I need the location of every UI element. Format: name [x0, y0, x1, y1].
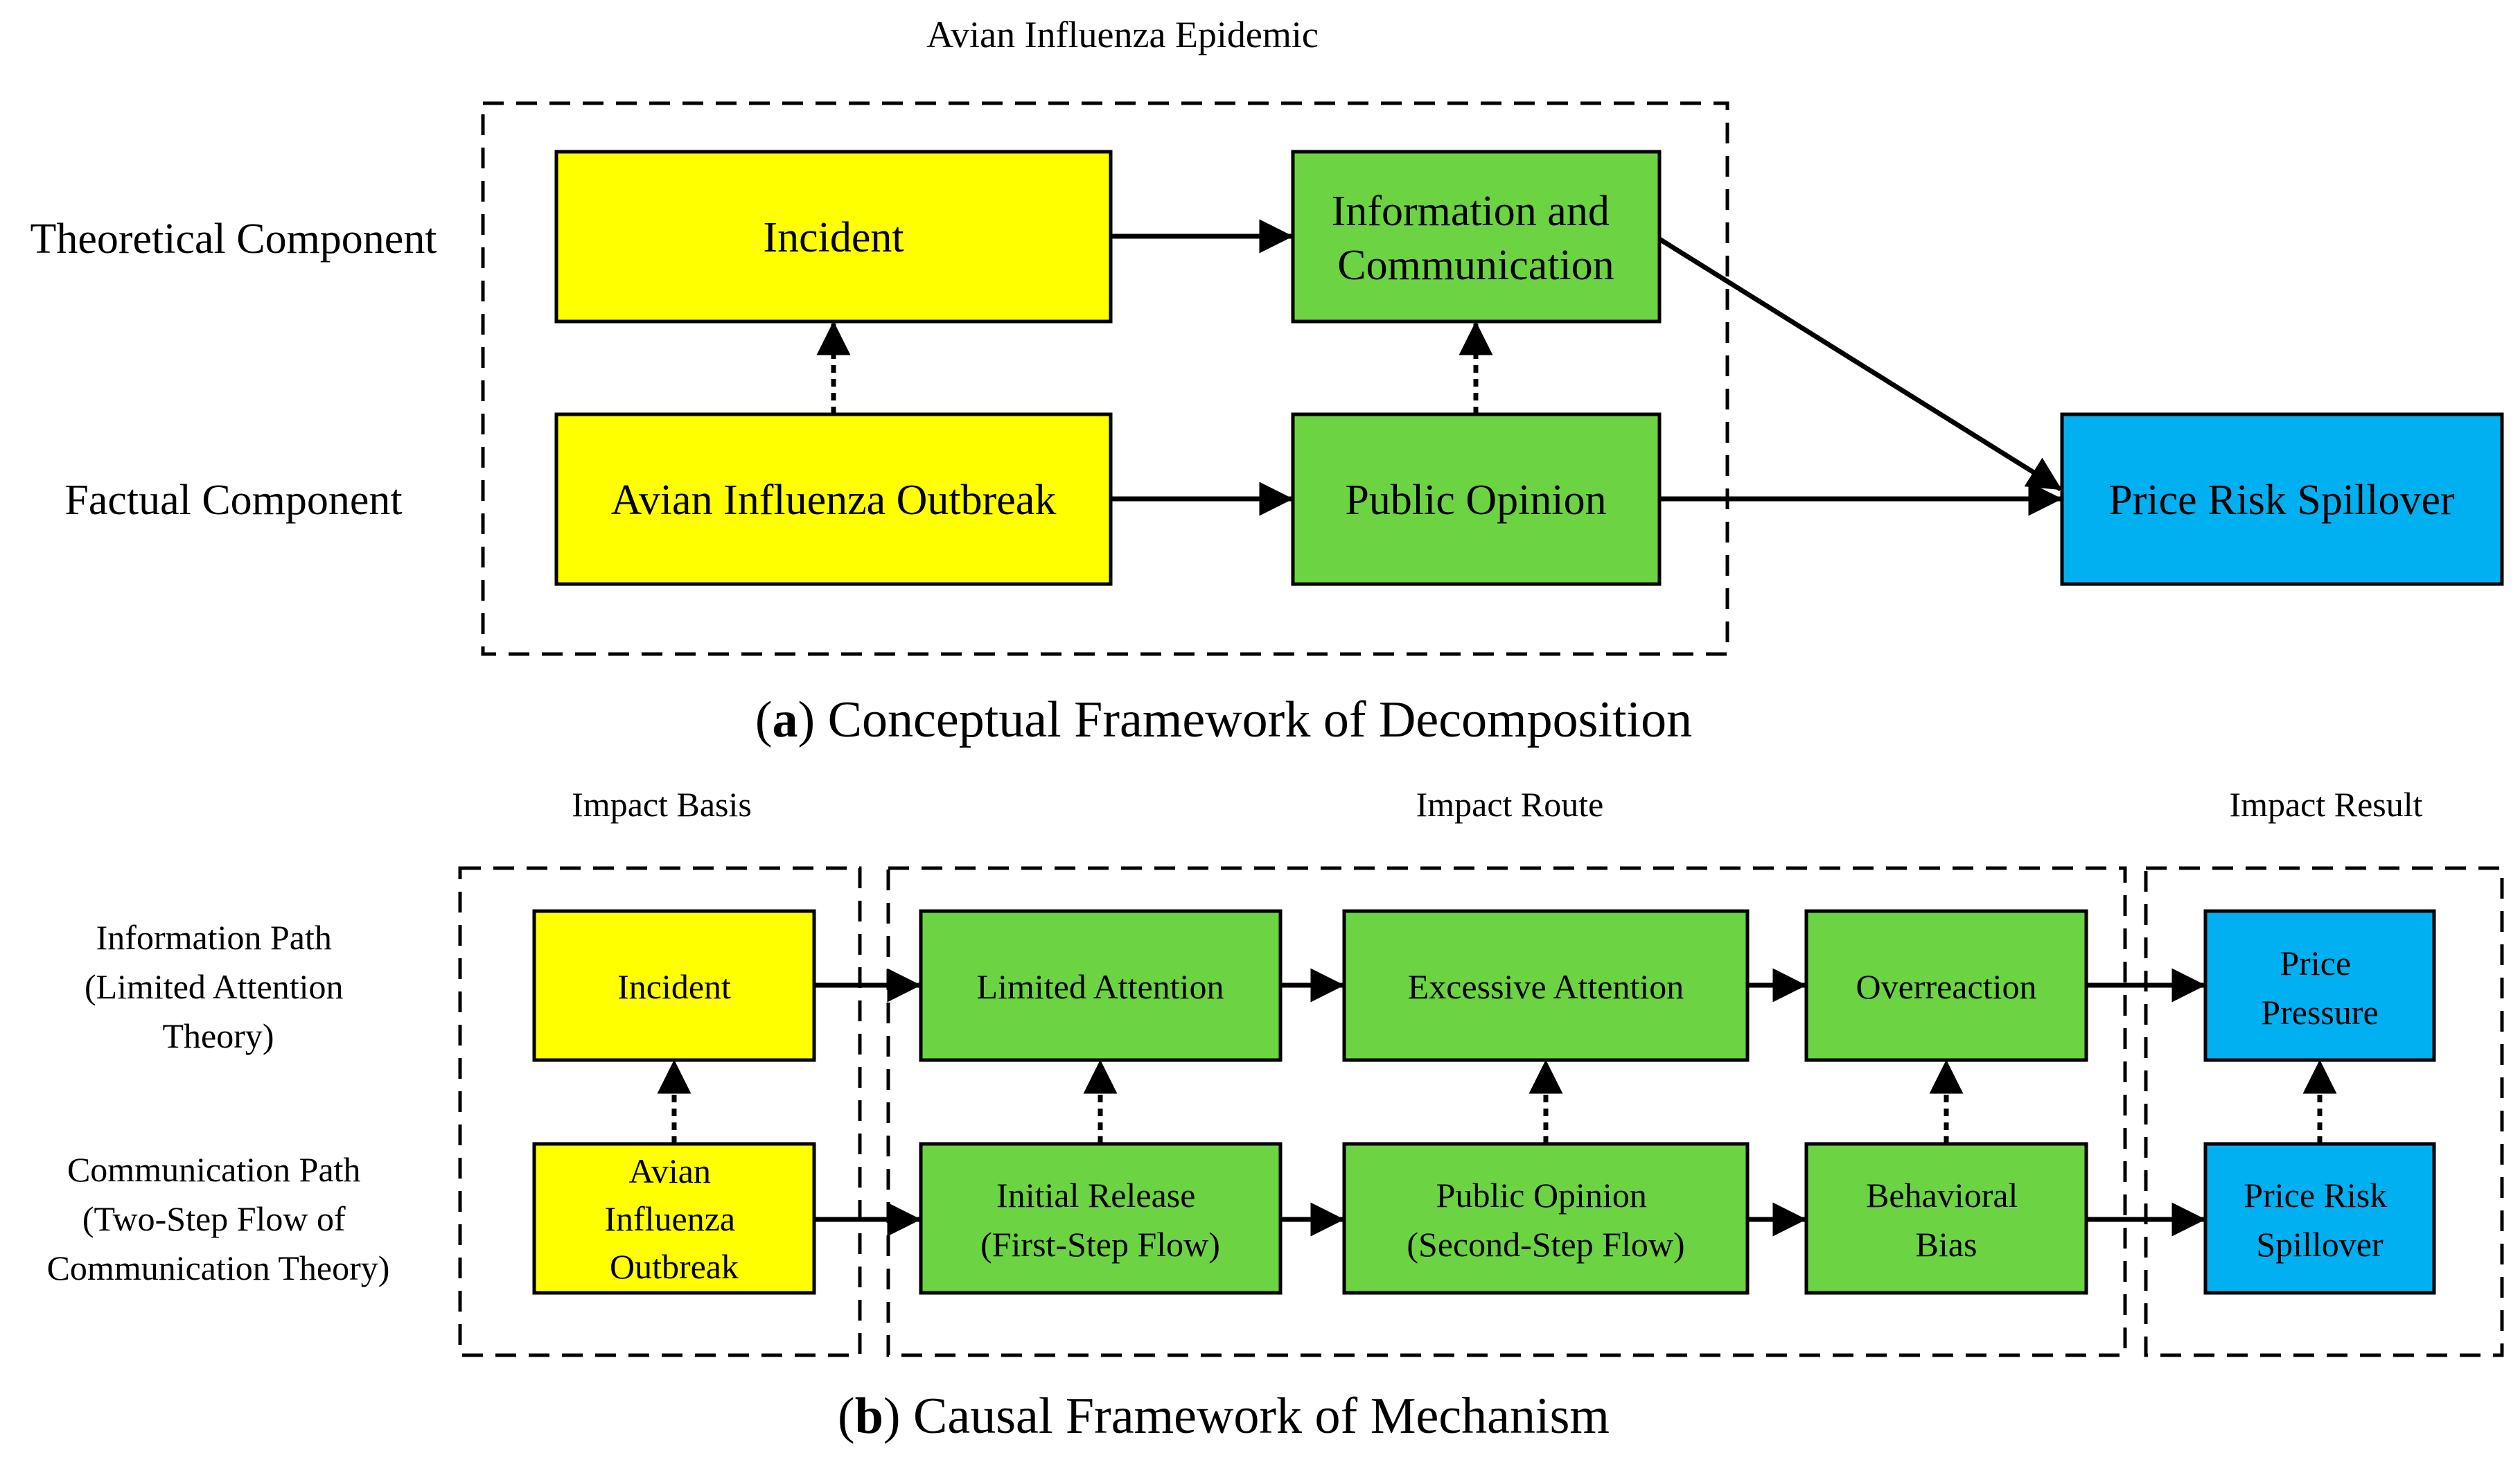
info-path-line2: (Limited Attention: [85, 967, 344, 1006]
node-incident-a-label: Incident: [763, 214, 904, 261]
node-price-risk-spillover-a: Price Risk Spillover: [2060, 412, 2504, 586]
node-price-pressure: Price Pressure: [2203, 909, 2436, 1062]
node-avian-outbreak-b-label: Avian Influenza Outbreak: [604, 1152, 743, 1286]
node-excessive-attention: Excessive Attention: [1342, 909, 1750, 1062]
caption-b-close: ): [883, 1388, 901, 1445]
node-behavioral-bias-label: Behavioral Bias: [1866, 1176, 2027, 1264]
svg-text:Information and Commun: Information and Communication: [1332, 188, 1621, 289]
comm-path-line2: (Two-Step Flow of: [82, 1199, 346, 1238]
outbreak-b-line2: Influenza: [604, 1199, 735, 1238]
node-incident-b-label: Incident: [617, 967, 731, 1006]
node-excessive-attention-label: Excessive Attention: [1408, 967, 1684, 1006]
caption-b-open: (: [838, 1388, 855, 1445]
caption-a-close: ): [798, 691, 816, 748]
node-price-pressure-label: Price Pressure: [2261, 944, 2378, 1032]
header-impact-route: Impact Route: [1416, 785, 1604, 824]
part-a-conceptual-framework: Avian Influenza Epidemic Theoretical Com…: [30, 14, 2504, 748]
row-label-factual: Factual Component: [64, 477, 402, 524]
caption-a-letter: a: [773, 691, 798, 748]
header-impact-basis: Impact Basis: [572, 785, 752, 824]
info-path-line1: Information Path: [96, 918, 332, 957]
node-price-risk-spillover-b-label: Price Risk Spillover: [2244, 1176, 2395, 1264]
outbreak-b-line1: Avian: [629, 1152, 711, 1190]
price-risk-spillover-b-line2: Spillover: [2256, 1225, 2384, 1264]
node-avian-outbreak-b: Avian Influenza Outbreak: [532, 1142, 816, 1295]
part-b-causal-framework: Impact Basis Impact Route Impact Result …: [47, 785, 2504, 1445]
initial-release-line2: (First-Step Flow): [980, 1225, 1220, 1264]
node-initial-release: Initial Release (First-Step Flow): [919, 1142, 1283, 1295]
impact-basis-frame: [458, 866, 862, 1357]
caption-a-text: Conceptual Framework of Decomposition: [815, 691, 1692, 748]
node-incident-b: Incident: [532, 909, 816, 1062]
initial-release-line1: Initial Release: [996, 1176, 1195, 1215]
price-pressure-line2: Pressure: [2261, 993, 2378, 1032]
node-avian-outbreak-a-label: Avian Influenza Outbreak: [611, 477, 1057, 524]
arrow-info-to-spillover: [1658, 237, 2063, 491]
node-public-opinion-a-label: Public Opinion: [1345, 477, 1606, 524]
node-limited-attention-label: Limited Attention: [977, 967, 1224, 1006]
node-public-opinion-a: Public Opinion: [1291, 412, 1662, 586]
row-label-information-path: Information Path (Limited Attention Theo…: [85, 918, 352, 1055]
node-public-opinion-b-label: Public Opinion (Second-Step Flow): [1407, 1176, 1684, 1264]
caption-a: (a) Conceptual Framework of Decompositio…: [755, 691, 1692, 748]
caption-a-open: (: [755, 691, 773, 748]
node-information-communication: Information and Communication: [1291, 150, 1662, 324]
node-behavioral-bias: Behavioral Bias: [1804, 1142, 2088, 1295]
node-info-comm-line2: Communication: [1337, 242, 1614, 289]
node-public-opinion-b: Public Opinion (Second-Step Flow): [1342, 1142, 1750, 1295]
node-initial-release-label: Initial Release (First-Step Flow): [980, 1176, 1220, 1264]
comm-path-line3: Communication Theory): [47, 1249, 390, 1287]
node-price-risk-spillover-a-label: Price Risk Spillover: [2108, 477, 2455, 524]
node-info-comm-line1: Information and: [1332, 188, 1610, 235]
header-impact-result: Impact Result: [2229, 785, 2422, 824]
info-path-line3: Theory): [162, 1016, 274, 1055]
node-limited-attention: Limited Attention: [919, 909, 1283, 1062]
impact-route-frame: [886, 866, 2127, 1357]
node-overreaction-label: Overreaction: [1856, 967, 2037, 1006]
node-avian-outbreak-a: Avian Influenza Outbreak: [554, 412, 1113, 586]
price-risk-spillover-b-line1: Price Risk: [2244, 1176, 2387, 1215]
caption-b: (b) Causal Framework of Mechanism: [838, 1388, 1610, 1445]
public-opinion-b-line2: (Second-Step Flow): [1407, 1225, 1684, 1264]
row-label-theoretical: Theoretical Component: [30, 215, 437, 263]
caption-b-text: Causal Framework of Mechanism: [901, 1388, 1610, 1445]
node-price-risk-spillover-b: Price Risk Spillover: [2203, 1142, 2436, 1295]
node-overreaction: Overreaction: [1804, 909, 2088, 1062]
price-pressure-line1: Price: [2280, 944, 2351, 982]
part-a-title: Avian Influenza Epidemic: [926, 14, 1319, 55]
impact-result-frame: [2144, 866, 2504, 1357]
public-opinion-b-line1: Public Opinion: [1436, 1176, 1647, 1215]
behavioral-bias-line1: Behavioral: [1866, 1176, 2018, 1215]
node-incident-a: Incident: [554, 150, 1113, 324]
outbreak-b-line3: Outbreak: [610, 1247, 739, 1286]
row-label-communication-path: Communication Path (Two-Step Flow of Com…: [47, 1150, 390, 1287]
behavioral-bias-line2: Bias: [1916, 1225, 1977, 1264]
caption-b-letter: b: [855, 1388, 883, 1445]
comm-path-line1: Communication Path: [67, 1150, 361, 1189]
